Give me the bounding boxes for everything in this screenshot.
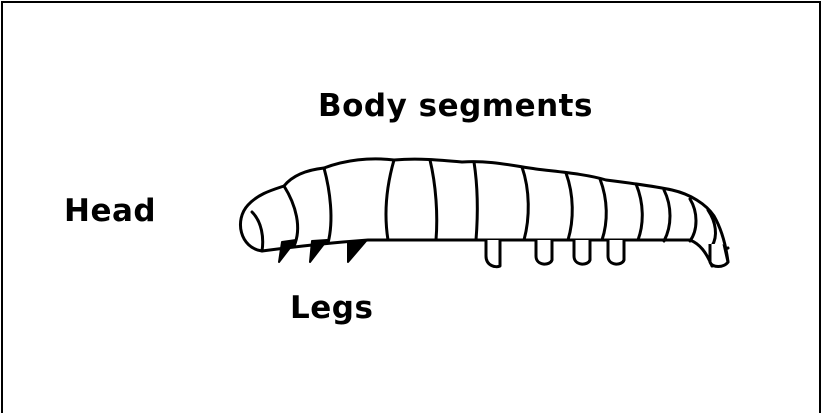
proleg-1 <box>486 240 500 267</box>
true-leg-1 <box>279 240 296 262</box>
proleg-4 <box>608 240 624 264</box>
proleg-2 <box>536 240 552 264</box>
true-leg-2 <box>310 240 327 262</box>
anal-proleg <box>710 244 728 267</box>
true-leg-3 <box>348 241 366 262</box>
proleg-3 <box>574 240 590 264</box>
